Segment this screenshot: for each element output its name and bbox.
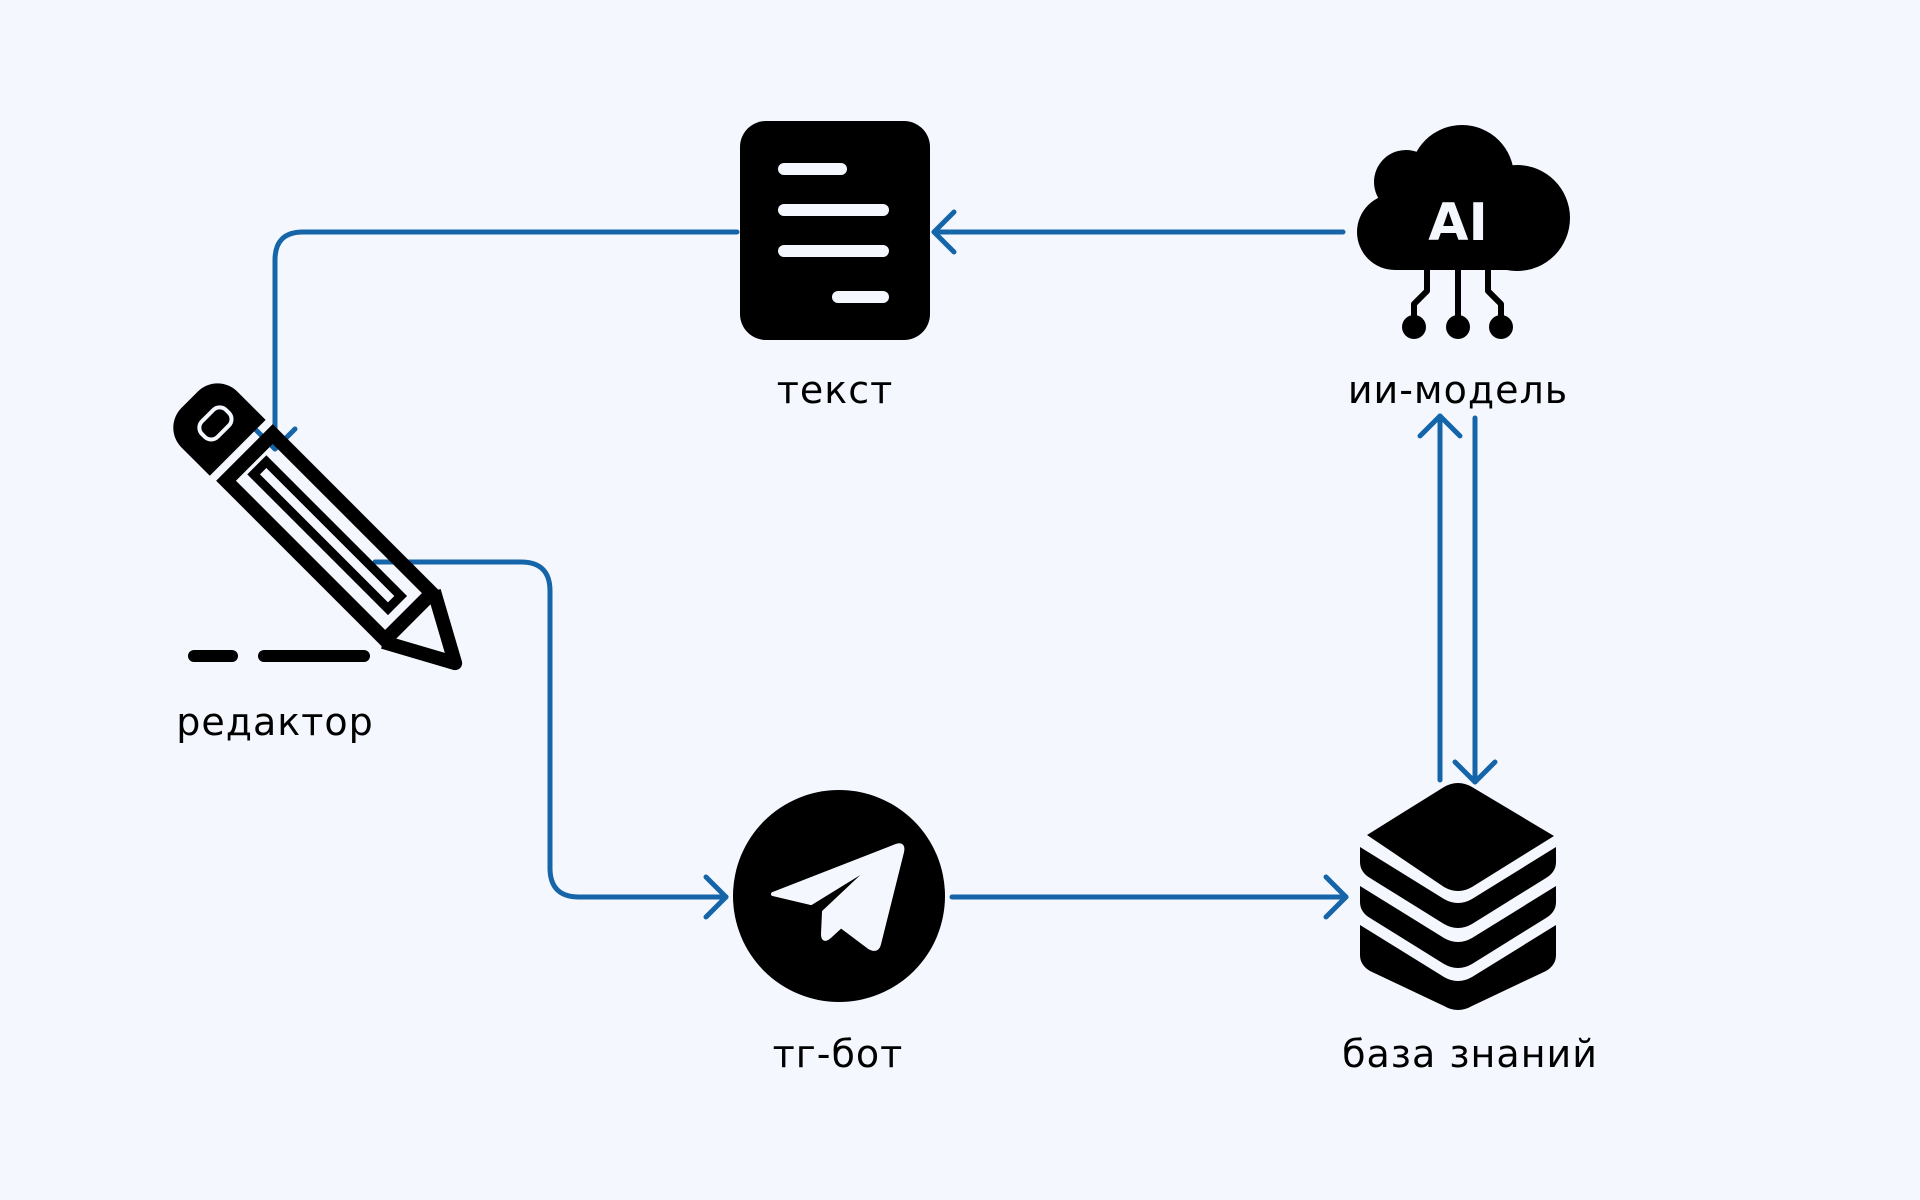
connector-editor-to-tg-bot [372, 559, 729, 920]
layers-icon [1360, 783, 1556, 1010]
ai-cloud-icon: AI [1357, 125, 1570, 339]
connector-ai-model-to-text [931, 209, 1346, 255]
connector-ai-model-to-knowledge-base [1452, 415, 1498, 785]
document-icon [740, 121, 930, 340]
node-label-ai-model: ии-модель [1347, 368, 1569, 412]
node-label-tg-bot: тг-бот [772, 1032, 904, 1076]
node-label-editor: редактор [176, 700, 374, 744]
telegram-icon [733, 790, 945, 1002]
connector-knowledge-base-to-ai-model [1417, 413, 1463, 783]
node-label-text: текст [776, 368, 894, 412]
connector-tg-bot-to-knowledge-base [949, 874, 1349, 920]
node-label-knowledge-base: база знаний [1342, 1032, 1598, 1076]
ai-cloud-icon-text: AI [1428, 193, 1488, 253]
connector-text-to-editor [252, 229, 740, 452]
pencil-icon [173, 383, 463, 671]
